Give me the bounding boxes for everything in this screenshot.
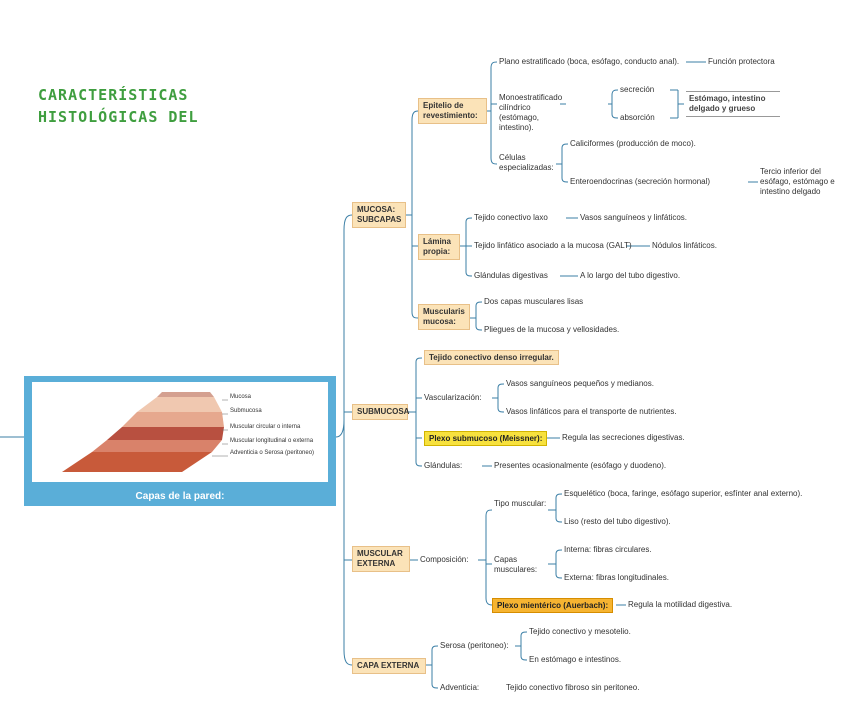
submucosa-vasos-linfaticos: Vasos linfáticos para el transporte de n… (506, 407, 677, 416)
epitelio-plano: Plano estratificado (boca, esófago, cond… (499, 57, 680, 66)
submucosa-glandulas-note: Presentes ocasionalmente (esófago y duod… (494, 461, 667, 470)
submucosa-tejido: Tejido conectivo denso irregular. (424, 350, 559, 365)
lamina-glandulas: Glándulas digestivas (474, 271, 548, 280)
lamina-tejido-laxo: Tejido conectivo laxo (474, 213, 548, 222)
submucosa-vascularizacion: Vascularización: (424, 393, 482, 402)
submucosa-glandulas: Glándulas: (424, 461, 463, 470)
muscular-tipo: Tipo muscular: (494, 499, 547, 508)
epitelio-cilindrico: Monoestratificado cilíndrico (estómago, … (499, 93, 563, 132)
muscularis-capas: Dos capas musculares lisas (484, 297, 584, 306)
node-muscularis-mucosa[interactable]: Muscularis mucosa: (418, 304, 470, 330)
page-title: CARACTERÍSTICAS HISTOLÓGICAS DEL (38, 86, 199, 126)
node-mucosa[interactable]: MUCOSA: SUBCAPAS (352, 202, 406, 228)
celulas-caliciformes: Caliciformes (producción de moco). (570, 139, 696, 148)
capa-adventicia: Adventicia: (440, 683, 480, 692)
muscular-plexo-auerbach[interactable]: Plexo mientérico (Auerbach): (492, 598, 614, 613)
epitelio-secrecion: secreción (620, 85, 655, 94)
submucosa-plexo-meissner[interactable]: Plexo submucoso (Meissner): (424, 431, 548, 446)
muscular-capa-interna: Interna: fibras circulares. (564, 545, 652, 554)
lamina-galt-note: Nódulos linfáticos. (652, 241, 717, 250)
layer-label-submucosa: Submucosa (230, 408, 262, 414)
capa-serosa-tejido: Tejido conectivo y mesotelio. (529, 627, 631, 636)
epitelio-cilindrico-note: Estómago, intestino delgado y grueso (686, 91, 780, 117)
epitelio-absorcion: absorción (620, 113, 655, 122)
capa-serosa-ubicacion: En estómago e intestinos. (529, 655, 622, 664)
muscular-tipo-esqueletico: Esquelético (boca, faringe, esófago supe… (564, 489, 803, 498)
lamina-galt: Tejido linfático asociado a la mucosa (G… (474, 241, 632, 250)
node-lamina-propia[interactable]: Lámina propia: (418, 234, 460, 260)
celulas-enteroendocrinas: Enteroendocrinas (secreción hormonal) (570, 177, 711, 186)
capa-serosa: Serosa (peritoneo): (440, 641, 509, 650)
lamina-tejido-laxo-note: Vasos sanguíneos y linfáticos. (580, 213, 688, 222)
node-muscular-externa[interactable]: MUSCULAR EXTERNA (352, 546, 410, 572)
muscular-composicion: Composición: (420, 555, 469, 564)
muscular-plexo-note: Regula la motilidad digestiva. (628, 600, 733, 609)
submucosa-vasos-sanguineos: Vasos sanguíneos pequeños y medianos. (506, 379, 654, 388)
node-capa-externa[interactable]: CAPA EXTERNA (352, 658, 426, 674)
layer-label-mucosa: Mucosa (230, 394, 252, 400)
muscular-capa-externa: Externa: fibras longitudinales. (564, 573, 669, 582)
submucosa-plexo-note: Regula las secreciones digestivas. (562, 433, 685, 442)
image-caption: Capas de la pared: (135, 491, 225, 502)
muscular-capas: Capas musculares: (494, 555, 538, 574)
celulas-enteroendocrinas-note: Tercio inferior del esófago, estómago e … (760, 167, 835, 196)
epitelio-celulas: Células especializadas: (499, 153, 554, 172)
layer-label-serosa: Adventicia o Serosa (peritoneo) (230, 450, 315, 456)
muscularis-pliegues: Pliegues de la mucosa y vellosidades. (484, 325, 620, 334)
muscular-tipo-liso: Liso (resto del tubo digestivo). (564, 517, 671, 526)
digestive-wall-drawing (62, 392, 228, 472)
layer-label-circular: Muscular circular o interna (230, 424, 301, 430)
wall-layers-image-card: Mucosa Submucosa Muscular circular o int… (24, 376, 336, 506)
node-epitelio[interactable]: Epitelio de revestimiento: (418, 98, 487, 124)
histology-illustration: Mucosa Submucosa Muscular circular o int… (32, 382, 328, 482)
node-submucosa[interactable]: SUBMUCOSA (352, 404, 409, 420)
epitelio-plano-note: Función protectora (708, 57, 775, 66)
capa-adventicia-note: Tejido conectivo fibroso sin peritoneo. (506, 683, 640, 692)
layer-label-longitudinal: Muscular longitudinal o externa (230, 438, 314, 444)
lamina-glandulas-note: A lo largo del tubo digestivo. (580, 271, 681, 280)
